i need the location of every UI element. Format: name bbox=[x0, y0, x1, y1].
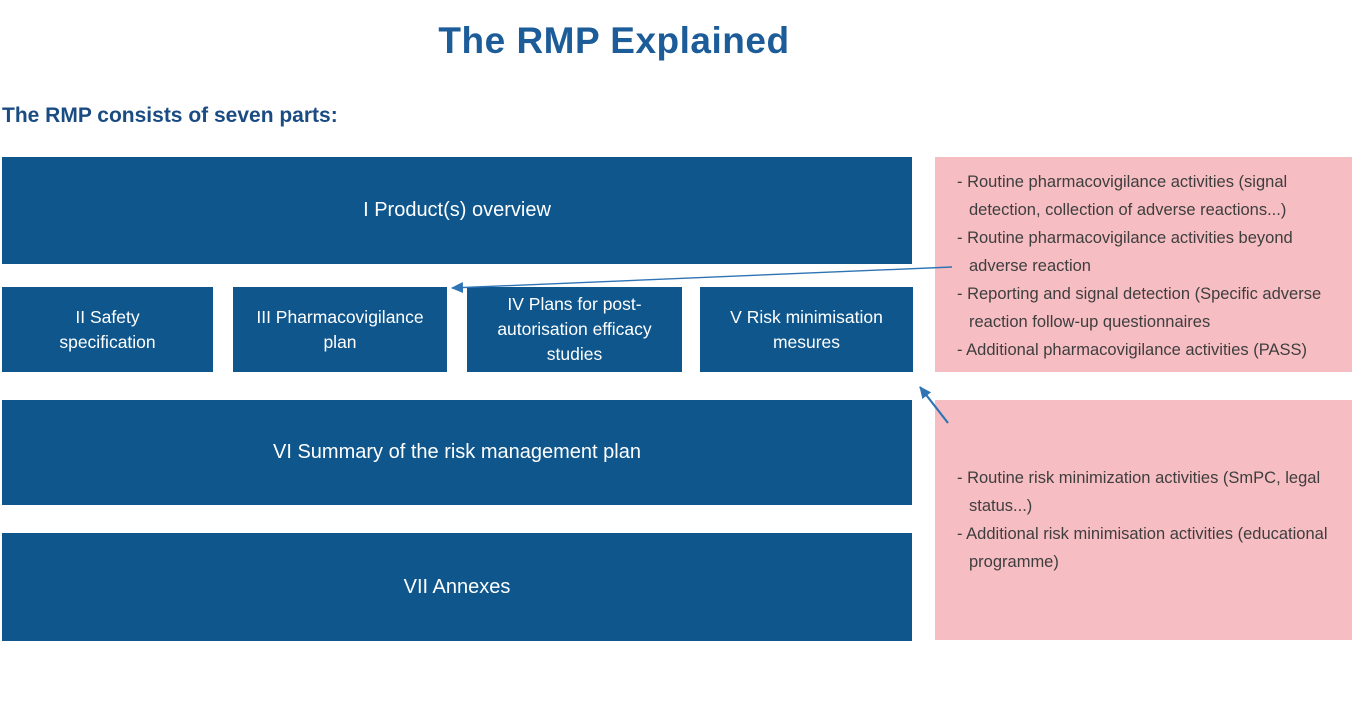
note-risk-minimisation: Routine risk minimization activities (Sm… bbox=[935, 400, 1352, 640]
note-pharmacovigilance-item: Additional pharmacovigilance activities … bbox=[957, 336, 1338, 364]
box-part-iii: III Pharmacovigilance plan bbox=[233, 287, 447, 372]
box-part-vi-label: VI Summary of the risk management plan bbox=[273, 441, 641, 463]
box-part-vii: VII Annexes bbox=[2, 533, 912, 641]
pharmacovigilance-arrow bbox=[451, 266, 953, 294]
note-risk-minimisation-item: Routine risk minimization activities (Sm… bbox=[957, 464, 1338, 520]
page-title: The RMP Explained bbox=[438, 20, 790, 61]
box-part-iii-label: III Pharmacovigilance plan bbox=[256, 306, 424, 352]
note-pharmacovigilance-item: Routine pharmacovigilance activities (si… bbox=[957, 168, 1338, 224]
box-part-vi: VI Summary of the risk management plan bbox=[2, 400, 912, 505]
note-risk-minimisation-item: Additional risk minimisation activities … bbox=[957, 520, 1338, 576]
box-part-v: V Risk minimisation mesures bbox=[700, 287, 913, 372]
note-pharmacovigilance: Routine pharmacovigilance activities (si… bbox=[935, 157, 1352, 372]
box-part-i-label: I Product(s) overview bbox=[363, 199, 551, 221]
box-part-vii-label: VII Annexes bbox=[403, 575, 511, 598]
box-part-ii: II Safety specification bbox=[2, 287, 213, 372]
box-part-v-label: V Risk minimisation mesures bbox=[730, 306, 883, 352]
box-part-iv: IV Plans for post-autorisation efficacy … bbox=[467, 287, 682, 372]
intro-text: The RMP consists of seven parts: bbox=[2, 104, 338, 127]
note-pharmacovigilance-item: Routine pharmacovigilance activities bey… bbox=[957, 224, 1338, 280]
box-part-ii-label: II Safety specification bbox=[59, 306, 156, 352]
box-part-iv-label: IV Plans for post-autorisation efficacy … bbox=[497, 294, 652, 364]
note-pharmacovigilance-item: Reporting and signal detection (Specific… bbox=[957, 280, 1338, 336]
box-part-i: I Product(s) overview bbox=[2, 157, 912, 264]
